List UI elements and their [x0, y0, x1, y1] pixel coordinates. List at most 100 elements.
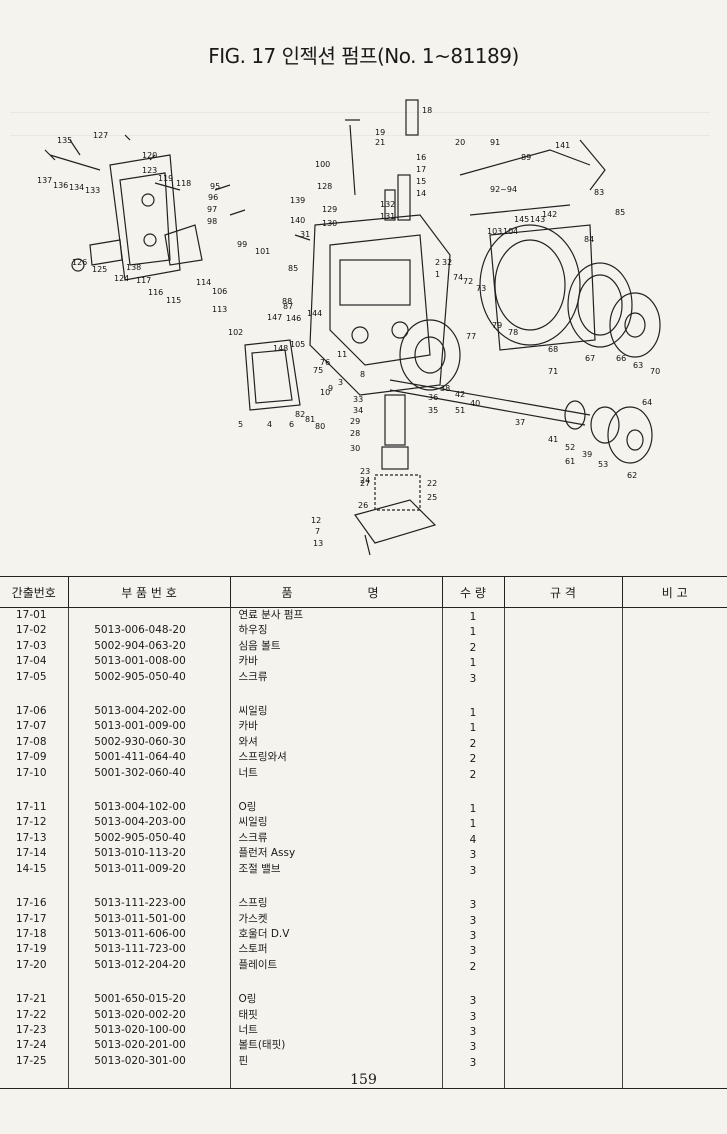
cell-no: 17-16	[16, 897, 47, 910]
cell-part-no: 5013-011-501-00	[67, 911, 230, 927]
spacer-cell	[503, 685, 622, 705]
spacer-cell	[503, 781, 622, 801]
spacer-cell	[229, 685, 442, 705]
callout: 41	[548, 435, 558, 444]
cell-spec	[503, 846, 622, 862]
col-header-qty: 수 량	[441, 576, 504, 608]
callout: 135	[57, 136, 72, 145]
group-spacer	[0, 877, 727, 897]
callout: 82	[295, 410, 305, 419]
group-spacer	[0, 781, 727, 801]
cell-qty: 3	[441, 992, 504, 1008]
spacer-cell	[441, 685, 504, 705]
cell-remarks	[621, 926, 727, 943]
cell-part-no: 5013-001-009-00	[67, 719, 230, 735]
spacer-cell	[229, 973, 442, 993]
callout: 85	[615, 208, 625, 217]
cell-part-no: 5013-011-606-00	[67, 926, 230, 943]
diagram-drawing: 18 19 21 20 91 141 16 17 15 14 100 128 1…	[37, 99, 661, 556]
cell-name: 조절 밸브	[229, 861, 442, 878]
cell-remarks	[621, 957, 727, 974]
callout: 26	[358, 501, 368, 510]
callout: 66	[616, 354, 626, 363]
cell-qty: 3	[441, 911, 504, 927]
cell-name: 호울더 D.V	[229, 926, 442, 943]
cell-remarks	[621, 911, 727, 927]
cell-no: 17-23	[16, 1023, 47, 1036]
callout: 23	[360, 467, 370, 476]
callout: 20	[455, 138, 465, 147]
cell-no: 17-08	[16, 735, 47, 748]
cell-part-no: 5013-020-301-00	[67, 1053, 230, 1070]
cell-no: 17-18	[16, 927, 47, 940]
cell-remarks	[621, 654, 727, 670]
cell-name: 스크류	[229, 669, 442, 686]
callout: 2	[435, 258, 440, 267]
cell-remarks	[621, 734, 727, 751]
callout: 63	[633, 361, 643, 370]
cell-no: 17-11	[16, 801, 47, 814]
callout: 106	[212, 287, 227, 296]
cell-spec	[503, 765, 622, 782]
callout: 103	[487, 227, 502, 236]
cell-qty: 3	[441, 846, 504, 862]
callout: 5	[238, 420, 243, 429]
spacer-cell	[441, 781, 504, 801]
cell-remarks	[621, 1007, 727, 1023]
spacer-cell	[229, 1069, 442, 1090]
callout: 67	[585, 354, 595, 363]
cell-remarks	[621, 846, 727, 862]
cell-remarks	[621, 719, 727, 735]
cell-part-no: 5013-004-202-00	[67, 704, 230, 720]
cell-part-no: 5001-411-064-40	[67, 750, 230, 766]
cell-name: 씨일링	[229, 704, 442, 720]
cell-spec	[503, 942, 622, 958]
spacer-cell	[67, 877, 230, 897]
callout: 87	[283, 302, 293, 311]
cell-spec	[503, 861, 622, 878]
callout: 9	[328, 384, 333, 393]
spacer-cell	[0, 877, 68, 896]
cell-qty: 1	[441, 815, 504, 831]
cell-remarks	[621, 815, 727, 831]
cell-spec	[503, 896, 622, 912]
callout: 33	[353, 395, 363, 404]
callout: 70	[650, 367, 660, 376]
cell-qty: 3	[441, 942, 504, 958]
callout: 68	[548, 345, 558, 354]
callout: 137	[37, 176, 52, 185]
callout: 147	[267, 313, 282, 322]
callout: 120	[142, 151, 157, 160]
callout: 118	[176, 179, 191, 188]
spacer-cell	[229, 781, 442, 801]
callout: 51	[455, 406, 465, 415]
page-title: FIG. 17 인젝션 펌프(No. 1~81189)	[208, 44, 519, 68]
bleed-through-header	[10, 112, 710, 136]
cell-qty: 1	[441, 719, 504, 735]
callout: 42	[455, 390, 465, 399]
callout: 8	[360, 370, 365, 379]
callout: 39	[582, 450, 592, 459]
callout: 22	[427, 479, 437, 488]
cell-remarks	[621, 861, 727, 878]
cell-part-no: 5013-012-204-20	[67, 957, 230, 974]
spacer-cell	[67, 973, 230, 993]
cell-no: 17-01	[16, 609, 47, 621]
cell-spec	[503, 1022, 622, 1039]
cell-no: 17-09	[16, 751, 47, 764]
cell-name: O링	[229, 800, 442, 816]
cell-remarks	[621, 830, 727, 847]
cell-qty: 3	[441, 669, 504, 686]
callout: 76	[320, 358, 330, 367]
cell-name: 스토퍼	[229, 942, 442, 958]
cell-no: 17-14	[16, 847, 47, 860]
cell-remarks	[621, 942, 727, 958]
